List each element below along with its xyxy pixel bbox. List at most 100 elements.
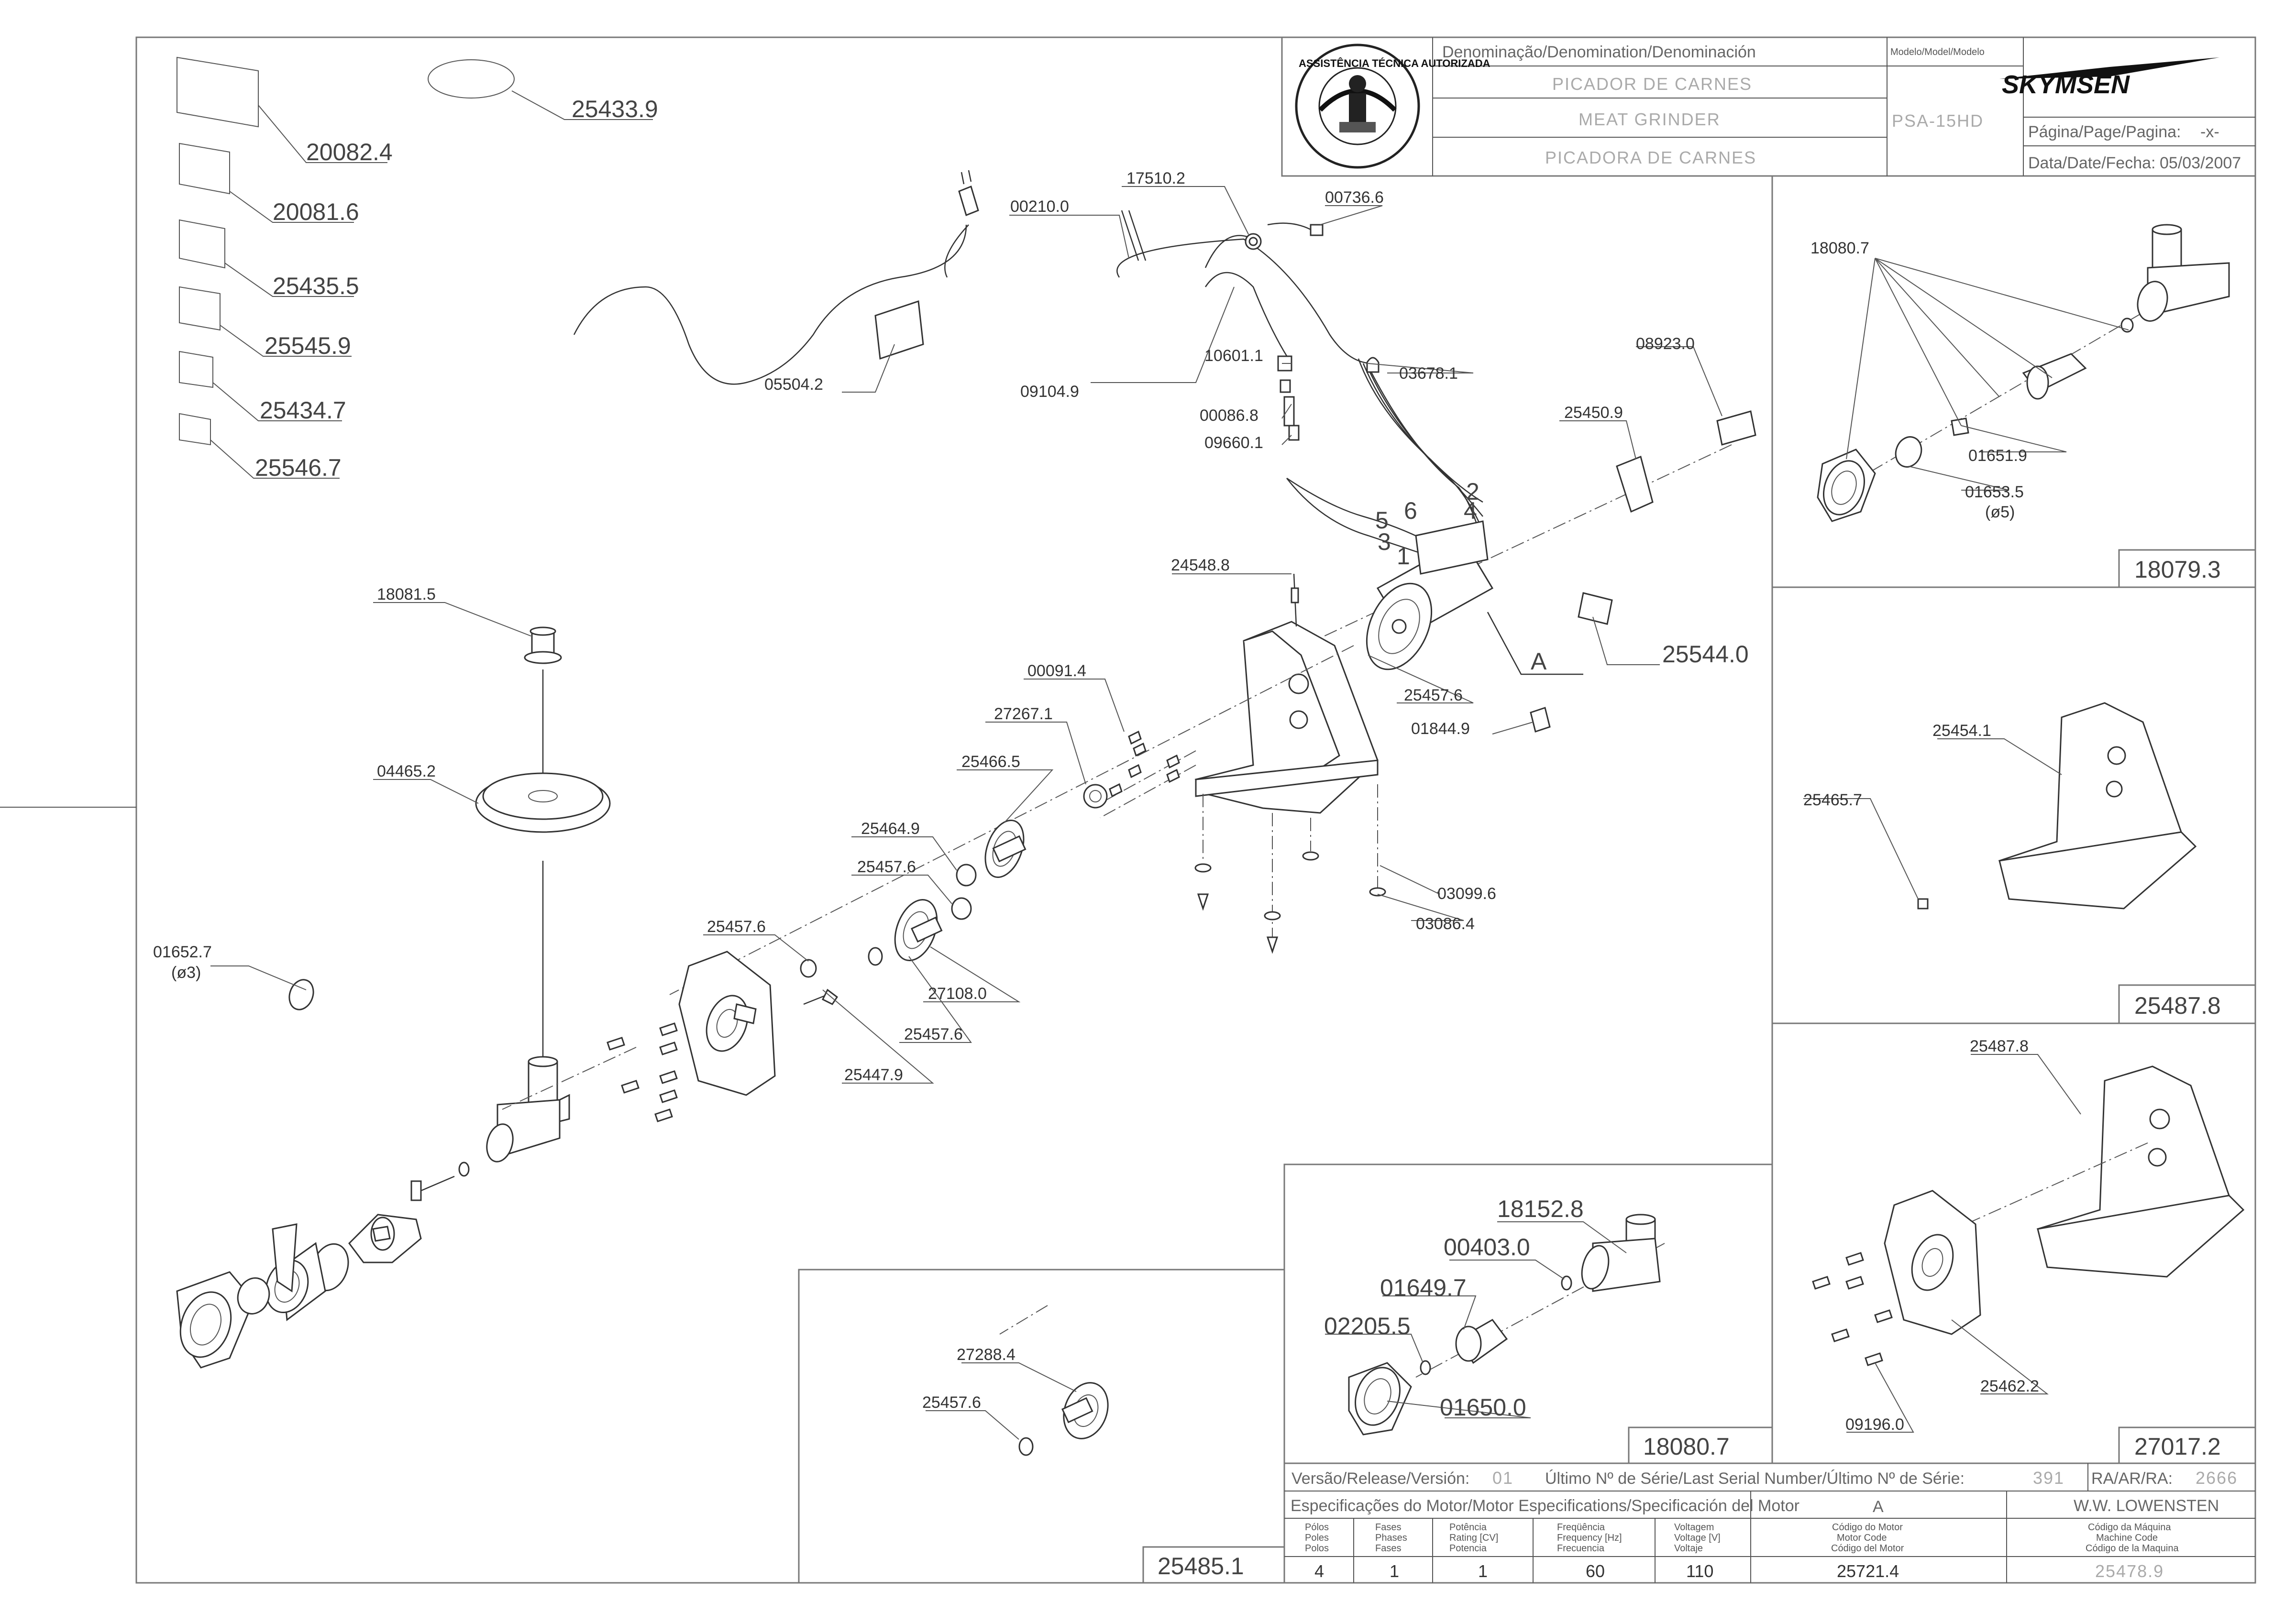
frequency-h1: Freqüência <box>1557 1522 1605 1533</box>
machine-code-h1: Código da Máquina <box>2088 1522 2171 1533</box>
callout-01650: 01650.0 <box>1440 1394 1526 1421</box>
housing-25454-drawing <box>1917 702 2197 910</box>
callout-25435: 25435.5 <box>273 273 359 299</box>
callout-25466: 25466.5 <box>961 753 1020 771</box>
assembly-18079-drawing <box>1817 224 2230 522</box>
wire-number-6: 6 <box>1404 497 1417 524</box>
release-value: 01 <box>1492 1468 1513 1488</box>
ra-label: RA/AR/RA: <box>2091 1469 2173 1488</box>
motor-ref: A <box>1873 1498 1884 1516</box>
callout-09196: 09196.0 <box>1845 1415 1904 1434</box>
frequency-h2: Frequency [Hz] <box>1557 1533 1622 1543</box>
callout-25457-c: 25457.6 <box>904 1025 963 1043</box>
callout-24548: 24548.8 <box>1171 556 1230 574</box>
motor-code-h2: Motor Code <box>1837 1533 1887 1543</box>
callout-00736: 00736.6 <box>1325 188 1384 207</box>
motor-spec-col-voltage: Voltagem Voltage [V] Voltaje 110 <box>1674 1522 1721 1581</box>
gear-27288-drawing <box>999 1305 1109 1456</box>
poles-value: 4 <box>1314 1561 1324 1581</box>
brand-logo: SKYMSEN <box>1999 57 2219 99</box>
phases-h3: Fases <box>1375 1543 1401 1554</box>
screws-gearbox <box>1109 730 1180 798</box>
phases-h2: Phases <box>1375 1533 1407 1543</box>
assembly-18079: 18079.3 <box>2134 556 2221 583</box>
callout-10601: 10601.1 <box>1204 347 1263 365</box>
voltage-h3: Voltaje <box>1674 1543 1703 1554</box>
callout-25545: 25545.9 <box>265 332 351 359</box>
drawing-border <box>135 36 2256 1584</box>
motor-code-h1: Código do Motor <box>1832 1522 1903 1533</box>
motor-code-value: 25721.4 <box>1837 1561 1899 1581</box>
phases-value: 1 <box>1390 1561 1399 1581</box>
callout-25544: 25544.0 <box>1662 641 1749 668</box>
rating-h1: Potência <box>1449 1522 1487 1533</box>
machine-code-h2: Machine Code <box>2096 1533 2158 1543</box>
callout-01844: 01844.9 <box>1411 720 1470 738</box>
callout-25465: 25465.7 <box>1803 791 1862 809</box>
name-es: PICADORA DE CARNES <box>1545 148 1756 167</box>
assembly-25487: 25487.8 <box>2134 992 2221 1019</box>
name-pt: PICADOR DE CARNES <box>1552 74 1752 94</box>
poles-h1: Pólos <box>1305 1522 1329 1533</box>
motor-group: A <box>1253 444 1732 675</box>
electrical-group: 2 4 6 5 3 1 <box>573 170 1484 570</box>
detail-panels: 18079.3 25487.8 27017.2 <box>1771 176 2256 1464</box>
motor-code-h3: Código del Motor <box>1831 1543 1904 1554</box>
voltage-value: 110 <box>1686 1561 1713 1581</box>
callout-08923: 08923.0 <box>1636 335 1695 353</box>
motor-code-cell: Código do Motor Motor Code Código del Mo… <box>1831 1522 1904 1581</box>
spec-block: Versão/Release/Versión: 01 Último Nº de … <box>1283 1462 2256 1584</box>
page-value: -x- <box>2200 123 2219 141</box>
callout-25434: 25434.7 <box>260 397 346 424</box>
wire-number-1: 1 <box>1397 543 1410 570</box>
callout-25487: 25487.8 <box>1970 1037 2029 1055</box>
serial-value: 391 <box>2033 1468 2064 1488</box>
motor-spec-label: Especificações do Motor/Motor Especifica… <box>1291 1497 1799 1515</box>
callout-00086: 00086.8 <box>1200 406 1258 425</box>
panel-25485: 25485.1 <box>798 1269 1285 1584</box>
callout-00210: 00210.0 <box>1010 197 1069 216</box>
callout-25546: 25546.7 <box>255 454 342 481</box>
callout-05504: 05504.2 <box>764 375 823 394</box>
callout-27288: 27288.4 <box>957 1346 1016 1364</box>
motor-spec-col-frequency: Freqüência Frequency [Hz] Frecuencia 60 <box>1557 1522 1622 1581</box>
screws-frontplate <box>607 1022 678 1122</box>
callout-20082: 20082.4 <box>306 139 393 165</box>
responsible: W.W. LOWENSTEN <box>2074 1497 2219 1515</box>
callout-00403: 00403.0 <box>1444 1234 1530 1261</box>
name-en: MEAT GRINDER <box>1578 110 1721 129</box>
rating-h2: Rating [CV] <box>1449 1533 1498 1543</box>
callout-01652-sub: (ø3) <box>171 964 201 982</box>
callout-04465: 04465.2 <box>377 762 436 780</box>
motor-bracket-parts <box>1530 410 1756 733</box>
labels-group <box>177 56 515 446</box>
callout-01653-sub: (ø5) <box>1985 503 2015 521</box>
callout-01649: 01649.7 <box>1380 1274 1467 1301</box>
assembly-27017: 27017.2 <box>2134 1433 2221 1460</box>
model-value: PSA-15HD <box>1892 111 1984 131</box>
callout-03086: 03086.4 <box>1416 915 1475 933</box>
voltage-h2: Voltage [V] <box>1674 1533 1721 1543</box>
motor-spec-col-poles: Pólos Poles Polos 4 <box>1305 1522 1329 1581</box>
wire-number-4: 4 <box>1464 497 1477 524</box>
callout-02205: 02205.5 <box>1324 1313 1411 1339</box>
callout-09660: 09660.1 <box>1204 434 1263 452</box>
poles-h2: Poles <box>1305 1533 1329 1543</box>
callout-25457-b: 25457.6 <box>707 918 766 936</box>
screws-27017 <box>1812 1252 1893 1366</box>
callout-03099: 03099.6 <box>1437 885 1496 903</box>
callout-00091: 00091.4 <box>1027 662 1086 680</box>
callout-01651: 01651.9 <box>1968 447 2027 465</box>
poles-h3: Polos <box>1305 1543 1329 1554</box>
release-label: Versão/Release/Versión: <box>1292 1469 1469 1488</box>
assembly-18080: 18080.7 <box>1643 1433 1730 1460</box>
callout-25462: 25462.2 <box>1980 1377 2039 1395</box>
serial-label: Último Nº de Série/Last Serial Number/Úl… <box>1545 1469 1965 1488</box>
frequency-h3: Frecuencia <box>1557 1543 1605 1554</box>
leader-lines <box>210 90 2081 1440</box>
callout-18152: 18152.8 <box>1497 1195 1584 1222</box>
motor-letter: A <box>1531 648 1547 675</box>
callout-27108: 27108.0 <box>928 985 987 1003</box>
voltage-h1: Voltagem <box>1674 1522 1714 1533</box>
callout-03678: 03678.1 <box>1399 364 1458 383</box>
